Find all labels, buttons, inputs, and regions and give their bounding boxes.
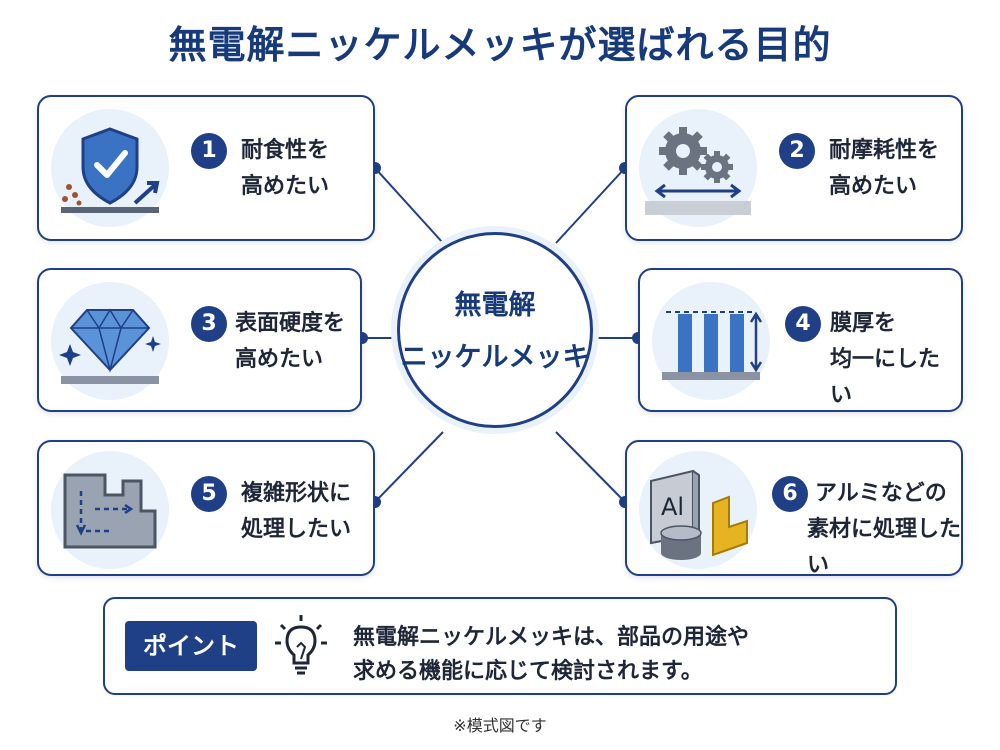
- aluminum-symbol: Al: [661, 493, 684, 521]
- card-2-label-line1: 耐摩耗性を: [829, 138, 940, 163]
- lightbulb-icon: [273, 613, 329, 685]
- point-text-line1: 無電解ニッケルメッキは、部品の用途や: [353, 625, 750, 650]
- card-6-label-line1: アルミなどの: [815, 481, 947, 506]
- connector-line-1: [374, 167, 444, 244]
- diamond-icon: [51, 282, 169, 400]
- card-5-label-line2: 処理したい: [241, 517, 352, 542]
- number-badge-2: 2: [779, 133, 815, 169]
- point-badge: ポイント: [125, 621, 257, 671]
- card-5-label-line1: 複雑形状に: [241, 481, 352, 506]
- footnote: ※模式図です: [453, 716, 547, 735]
- complex-shape-icon: [51, 451, 169, 569]
- card-2-label-line2: 高めたい: [829, 174, 918, 199]
- purpose-card-2: 2 耐摩耗性を 高めたい: [625, 95, 963, 241]
- purpose-card-1: 1 耐食性を 高めたい: [37, 95, 375, 241]
- card-4-label-line2: 均一にしたい: [830, 347, 941, 408]
- card-4-label-line1: 膜厚を: [830, 311, 897, 336]
- purpose-card-3: 3 表面硬度を 高めたい: [37, 268, 362, 412]
- number-badge-3: 3: [191, 306, 227, 342]
- uniform-thickness-icon: [652, 282, 770, 400]
- card-6-label-line2: 素材に処理したい: [807, 517, 962, 578]
- card-1-label-line1: 耐食性を: [241, 138, 330, 163]
- purpose-card-6: Al 6 アルミなどの 素材に処理したい: [625, 440, 963, 578]
- page-title: 無電解ニッケルメッキが選ばれる目的: [168, 23, 832, 67]
- point-box: ポイント 無電解ニッケルメッキは、部品の用途や 求める機能に応じて検討されます。: [103, 597, 897, 695]
- number-badge-5: 5: [191, 476, 227, 512]
- point-text-line2: 求める機能に応じて検討されます。: [353, 659, 703, 684]
- center-line-2: ニッケルメッキ: [400, 342, 590, 373]
- number-badge-4: 4: [785, 306, 821, 342]
- shield-check-icon: [51, 109, 169, 227]
- center-line-1: 無電解: [454, 290, 536, 321]
- purpose-card-5: 5 複雑形状に 処理したい: [37, 440, 375, 576]
- aluminum-material-icon: Al: [639, 451, 757, 569]
- number-badge-1: 1: [191, 133, 227, 169]
- connector-line-6: [555, 431, 626, 503]
- card-1-label-line2: 高めたい: [241, 174, 330, 199]
- card-3-label-line1: 表面硬度を: [235, 311, 346, 336]
- connector-line-5: [374, 431, 444, 503]
- card-3-label-line2: 高めたい: [235, 347, 324, 372]
- purpose-card-4: 4 膜厚を 均一にしたい: [638, 268, 963, 412]
- number-badge-6: 6: [772, 476, 808, 512]
- center-hub: 無電解 ニッケルメッキ: [397, 232, 593, 428]
- connector-line-2: [555, 167, 626, 244]
- gears-icon: [639, 109, 757, 227]
